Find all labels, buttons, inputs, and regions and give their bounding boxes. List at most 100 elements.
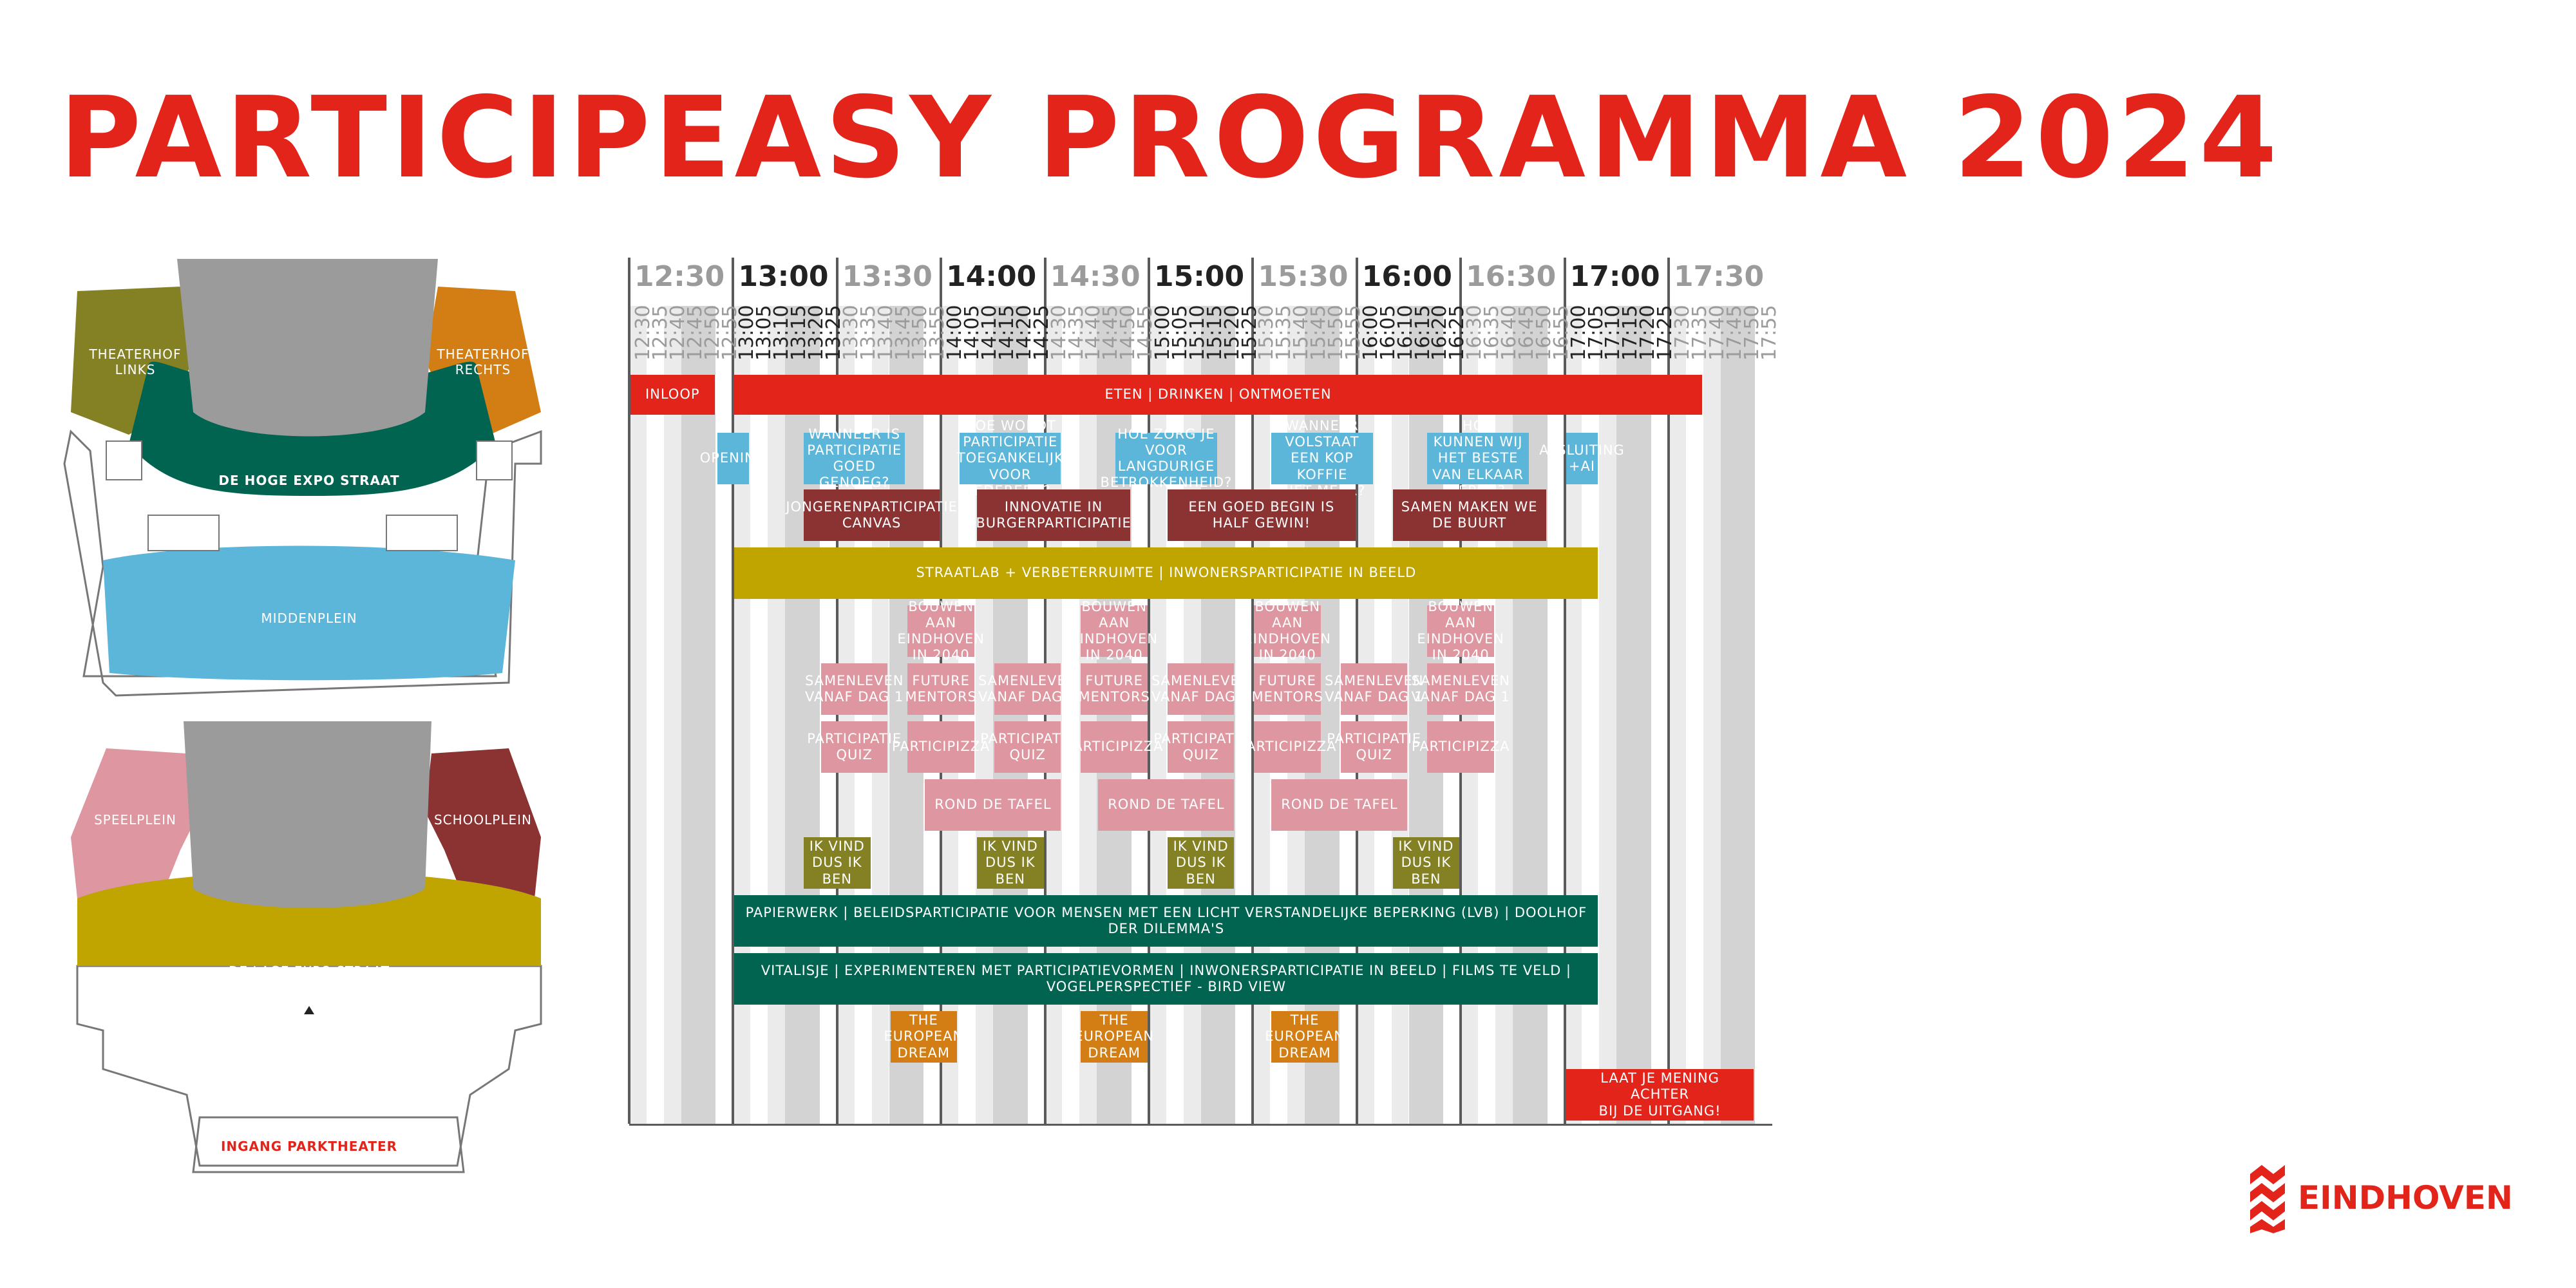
event-block: VITALISJE | EXPERIMENTEREN MET PARTICIPA… (734, 953, 1598, 1005)
hour-label: 13:30 (842, 260, 933, 293)
event-block: IK VIND DUS IK BEN (977, 837, 1044, 889)
time-lane (698, 306, 716, 1124)
page-title: PARTICIPEASY PROGRAMMA 2024 (59, 73, 2281, 204)
event-block: INNOVATIE IN BURGERPARTICIPATIE (976, 489, 1131, 541)
hour-label: 15:30 (1258, 260, 1349, 293)
theater-hall-area (177, 259, 438, 437)
tick-label: 17:55 (1757, 305, 1781, 361)
time-lane (629, 306, 647, 1124)
hour-label: 17:30 (1674, 260, 1765, 293)
event-block: THE EUROPEAN DREAM (1265, 1011, 1344, 1063)
event-block: PARTICIPATIE QUIZ (807, 721, 901, 773)
time-lane (1599, 306, 1617, 1124)
eindhoven-wave-icon (2250, 1165, 2285, 1233)
event-block: WANNEER IS PARTICIPATIE GOED GENOEG? (804, 426, 905, 490)
entrance-arrow-icon (304, 1006, 314, 1014)
time-lane (1756, 306, 1773, 1124)
event-block: FUTURE MENTORS (1079, 663, 1150, 715)
label-middenplein: MIDDENPLEIN (261, 611, 357, 626)
lower-theater-hall-area (184, 721, 431, 908)
half-hour-line (628, 258, 630, 1124)
half-hour-line (1667, 258, 1670, 1124)
half-hour-line (1251, 258, 1255, 1124)
upper-stairs-right (476, 440, 513, 480)
time-lane (647, 306, 664, 1124)
middenplein-area (103, 545, 515, 681)
event-block: HOE WORDT PARTICIPATIE TOEGANKELIJK VOOR… (957, 418, 1063, 498)
hour-label: 12:30 (634, 260, 725, 293)
eindhoven-logo: EINDHOVEN (2248, 1162, 2513, 1233)
upper-stairs-center-left (147, 515, 220, 551)
event-block: PARTICIPATIE QUIZ (980, 721, 1074, 773)
event-block: PAPIERWERK | BELEIDSPARTICIPATIE VOOR ME… (734, 895, 1598, 947)
schedule-bottom-border (629, 1124, 1773, 1126)
event-block: SAMENLEVEN VANAF DAG 1 (1151, 663, 1249, 715)
event-block: INLOOP (630, 375, 715, 415)
event-block: THE EUROPEAN DREAM (884, 1011, 963, 1063)
event-block: IK VIND DUS IK BEN (1392, 837, 1460, 889)
hour-label: 15:00 (1154, 260, 1245, 293)
hour-label: 14:00 (946, 260, 1037, 293)
hour-label: 16:30 (1466, 260, 1557, 293)
event-block: PARTICIPIZZA (1238, 721, 1336, 773)
event-block: PARTICIPATIE QUIZ (1153, 721, 1247, 773)
time-lane (1634, 306, 1652, 1124)
event-block: BOUWEN AAN EINDHOVEN IN 2040 (897, 598, 985, 663)
upper-stairs-center-right (386, 515, 458, 551)
event-block: ROND DE TAFEL (925, 779, 1061, 831)
label-theaterhof-links: THEATERHOF LINKS (89, 346, 182, 377)
event-block: SAMENLEVEN VANAF DAG 1 (978, 663, 1076, 715)
event-block: AFSLUITING +AI (1539, 433, 1624, 484)
speelplein-area (71, 748, 200, 898)
event-block: HOE ZORG JE VOOR LANGDURIGE BETROKKENHEI… (1100, 426, 1233, 491)
time-lane (716, 306, 734, 1124)
event-block: SAMENLEVEN VANAF DAG 1 (1325, 663, 1423, 715)
time-lane (1720, 306, 1738, 1124)
event-block: ROND DE TAFEL (1271, 779, 1408, 831)
entrance-outline (192, 1116, 465, 1173)
event-block: FUTURE MENTORS (905, 663, 976, 715)
event-block: IK VIND DUS IK BEN (804, 837, 871, 889)
event-block: SAMEN MAKEN WE DE BUURT (1392, 489, 1546, 541)
event-block: BOUWEN AAN EINDHOVEN IN 2040 (1417, 598, 1505, 663)
label-hoge-expo-straat: DE HOGE EXPO STRAAT (218, 473, 400, 488)
time-lane (681, 306, 699, 1124)
label-theaterhof-rechts: THEATERHOF RECHTS (437, 346, 529, 377)
event-block: LAAT JE MENING ACHTER BIJ DE UITGANG! (1566, 1069, 1754, 1121)
eindhoven-logo-text: EINDHOVEN (2298, 1179, 2513, 1217)
half-hour-line (1563, 258, 1566, 1124)
event-block: ROND DE TAFEL (1098, 779, 1235, 831)
lage-expo-straat-area (77, 871, 541, 966)
lower-floorplan (71, 721, 542, 1173)
lower-building-outline (76, 965, 542, 1167)
hour-label: 13:00 (738, 260, 829, 293)
event-block: JONGERENPARTICIPATIE CANVAS (786, 489, 957, 541)
event-block: IK VIND DUS IK BEN (1167, 837, 1235, 889)
venue-floorplans (63, 259, 542, 1173)
event-block: ETEN | DRINKEN | ONTMOETEN (734, 375, 1702, 415)
event-block: PARTICIPIZZA (1412, 721, 1510, 773)
schoolplein-area (425, 748, 541, 898)
label-speelplein: SPEELPLEIN (94, 812, 176, 828)
upper-floorplan (63, 259, 542, 697)
time-lane (663, 306, 681, 1124)
time-lane (1651, 306, 1669, 1124)
label-lage-expo-straat: DE LAGE EXPO STRAAT (229, 963, 390, 979)
event-block: OPENING (700, 433, 766, 484)
event-block: PARTICIPATIE QUIZ (1327, 721, 1421, 773)
event-block: STRAATLAB + VERBETERRUIMTE | INWONERSPAR… (734, 547, 1598, 599)
event-block: PARTICIPIZZA (1065, 721, 1163, 773)
event-block: BOUWEN AAN EINDHOVEN IN 2040 (1070, 598, 1159, 663)
time-lane (1616, 306, 1634, 1124)
time-lane (1703, 306, 1721, 1124)
event-block: HOE KUNNEN WIJ HET BESTE VAN ELKAAR LERE… (1427, 418, 1529, 498)
label-schoolplein: SCHOOLPLEIN (433, 812, 533, 828)
event-block: SAMENLEVEN VANAF DAG 1 (1411, 663, 1510, 715)
hour-label: 16:00 (1361, 260, 1452, 293)
label-ingang-parktheater: INGANG PARKTHEATER (220, 1139, 398, 1154)
time-lane (1738, 306, 1756, 1124)
half-hour-line (1148, 258, 1150, 1124)
event-block: EEN GOED BEGIN IS HALF GEWIN! (1167, 489, 1356, 541)
time-lane (1669, 306, 1686, 1124)
